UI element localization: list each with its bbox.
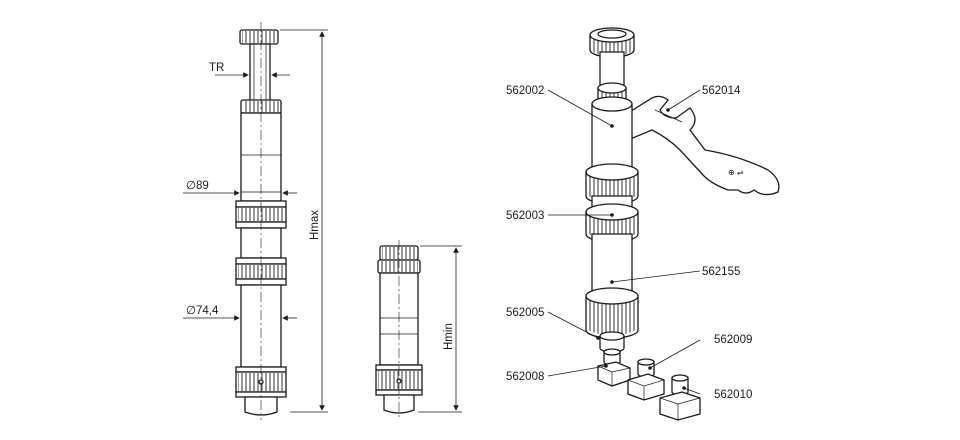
part-label-562002: 562002	[506, 85, 544, 97]
part-label-562005: 562005	[506, 307, 544, 319]
diameter-89-label: ∅89	[186, 180, 209, 192]
top-knob-knurl	[242, 31, 276, 43]
spanner-wrench: ⊕ ⇌	[619, 95, 780, 196]
exploded-assembly-view: ⊕ ⇌	[506, 27, 780, 421]
hmin-label: Hmin	[443, 323, 455, 350]
diameter-74-label: ∅74,4	[186, 305, 219, 317]
part-label-562008: 562008	[506, 371, 544, 383]
spindle	[249, 43, 271, 103]
support-head-562008	[597, 348, 631, 387]
tr-thread-label: TR	[209, 62, 224, 74]
support-head-562009	[627, 358, 665, 401]
part-label-562010: 562010	[714, 389, 752, 401]
part-label-562003: 562003	[506, 210, 544, 222]
extended-support-view: TR ∅89 ∅74,4 Hmax	[183, 22, 328, 420]
wrench-marking: ⊕ ⇌	[728, 168, 744, 177]
hmax-label: Hmax	[309, 210, 321, 240]
collapsed-support-view: Hmin	[375, 240, 462, 418]
part-label-562014: 562014	[702, 85, 741, 97]
wrench-body	[619, 95, 780, 196]
part-label-562009: 562009	[714, 334, 752, 346]
support-head-562010	[659, 374, 701, 421]
part-label-562155: 562155	[702, 266, 740, 278]
